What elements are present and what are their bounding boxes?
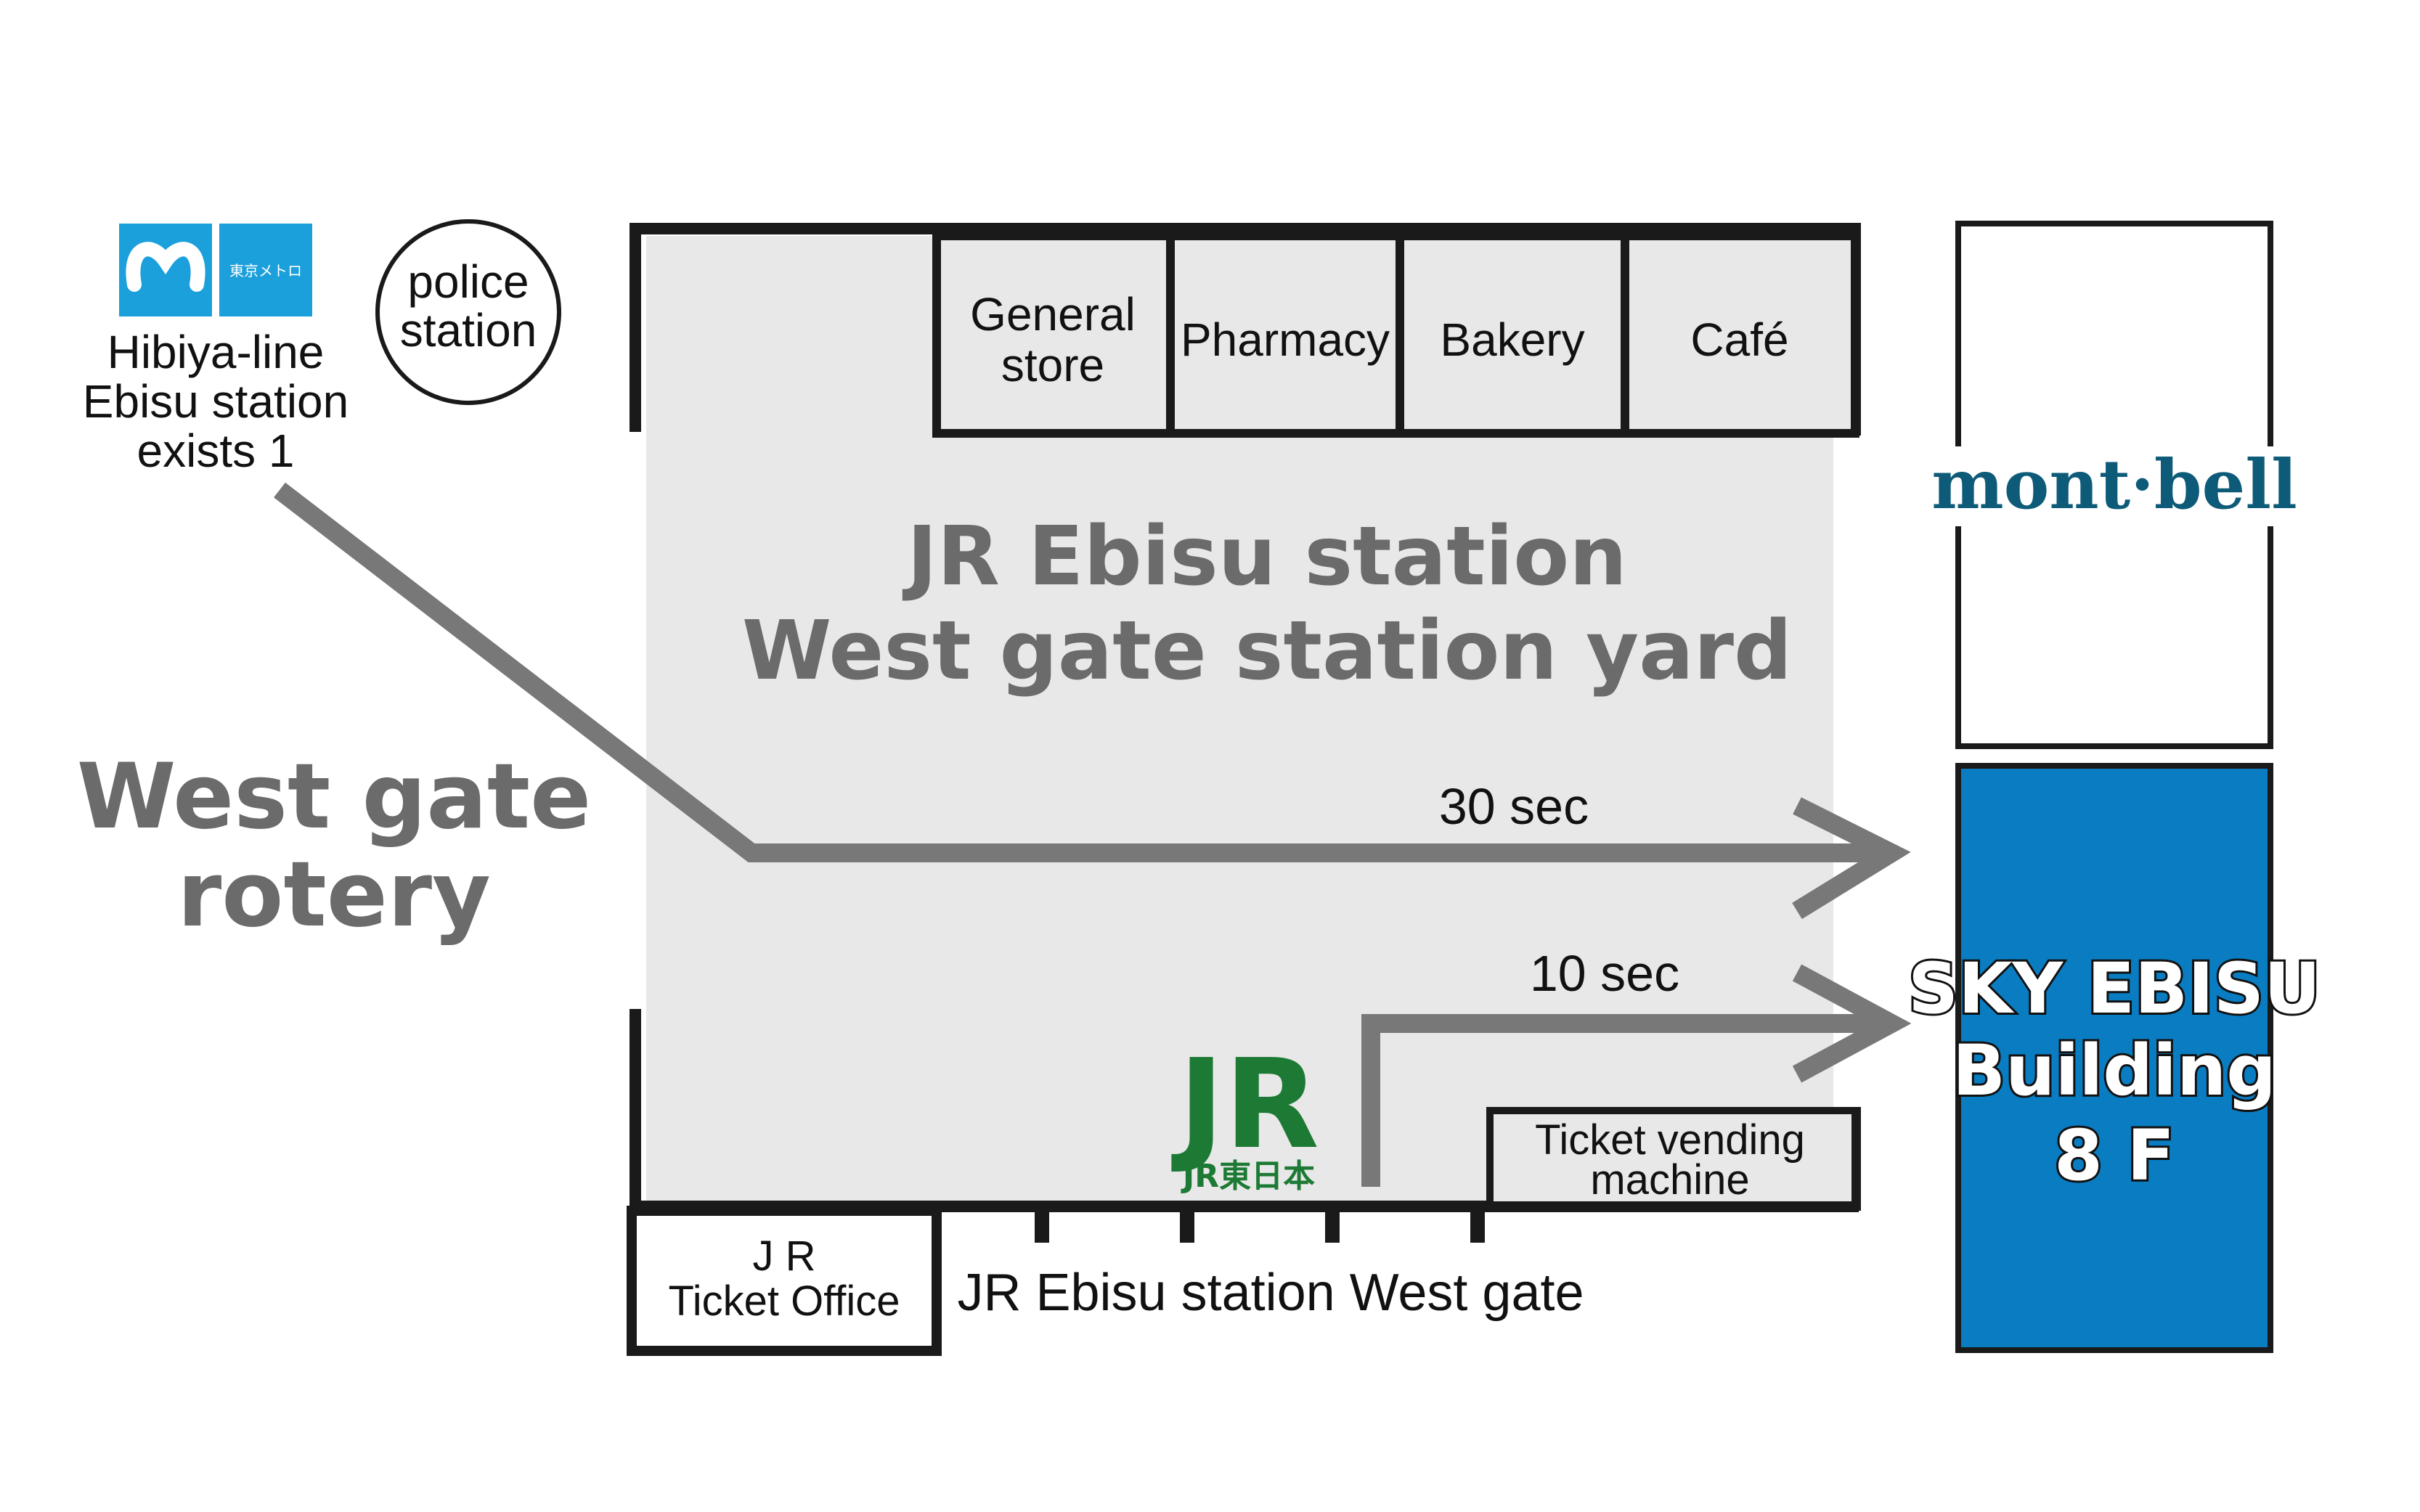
montbell-logo: mont·bell — [1931, 445, 2297, 525]
route-10-sec-arrowhead — [1792, 964, 1912, 1083]
police-station-circle — [375, 219, 561, 405]
shop-row — [932, 232, 1859, 438]
montbell-logo-backdrop — [1939, 446, 2290, 526]
shop-pharmacy — [1166, 232, 1404, 438]
metro-wordmark: 東京メトロ — [229, 262, 302, 279]
ticket-vending-machine — [1486, 1107, 1859, 1209]
sky-ebisu-building — [1955, 763, 2273, 1353]
cafe-label: Café — [1690, 314, 1788, 366]
route-10-sec-line — [1361, 1014, 1891, 1187]
route-10-sec-label: 10 sec — [1530, 945, 1679, 1002]
metro-wordmark-box — [219, 224, 312, 316]
route-30-sec-line — [274, 482, 1891, 862]
route-30-sec-arrowhead — [1792, 797, 1911, 920]
route-30-sec-label: 30 sec — [1439, 778, 1589, 835]
jr-ticket-office — [627, 1206, 942, 1356]
jr-east-logo: JR JR東日本 — [1171, 1033, 1319, 1195]
west-gate-label: JR Ebisu station West gate — [957, 1264, 1584, 1322]
shop-cafe — [1621, 232, 1859, 438]
shop-general-store — [932, 232, 1175, 438]
tokyo-metro-logo: 東京メトロ — [119, 224, 312, 316]
jr-logo-mark: JR — [1171, 1033, 1319, 1177]
route-arrows — [274, 482, 1912, 1187]
gate-posts — [1035, 1206, 1485, 1243]
metro-m-icon — [126, 242, 205, 292]
jr-east-wordmark: JR東日本 — [1181, 1158, 1315, 1195]
bakery-label: Bakery — [1440, 314, 1584, 366]
pharmacy-label: Pharmacy — [1181, 314, 1390, 366]
